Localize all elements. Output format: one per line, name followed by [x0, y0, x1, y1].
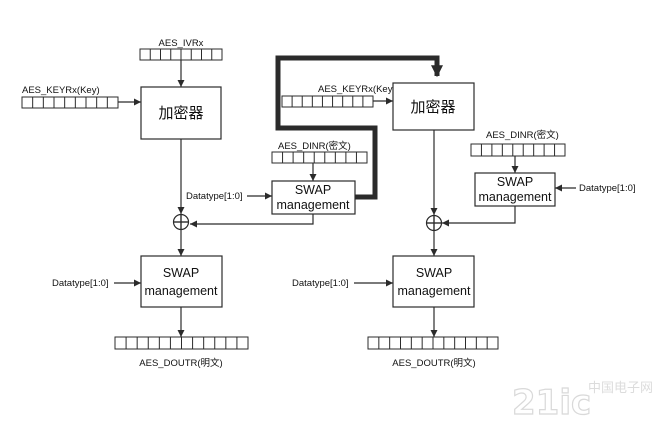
watermark-logo: 21ic — [512, 383, 591, 423]
left-cipher-swap-line1: SWAP — [295, 183, 331, 197]
watermark-site-name: 中国电子网 — [588, 381, 653, 396]
left-output-swap-line1: SWAP — [163, 266, 199, 280]
left-encryptor-label: 加密器 — [158, 104, 203, 122]
left-output-register — [114, 336, 249, 350]
right-output-datatype-label: Datatype[1:0] — [292, 278, 349, 289]
right-output-swap-line1: SWAP — [416, 266, 452, 280]
right-encryptor-label: 加密器 — [410, 98, 455, 116]
left-xor-operator — [172, 213, 190, 231]
right-cipher-register-label: AES_DINR(密文) — [486, 129, 559, 141]
right-swap-to-xor-arrow — [442, 206, 516, 227]
right-output-swap-box: SWAP management — [392, 255, 475, 308]
left-cipher-swap-line2: management — [277, 198, 350, 212]
left-key-register — [21, 96, 119, 109]
right-output-swap-line2: management — [398, 284, 471, 298]
right-key-register-label: AES_KEYRx(Key) — [318, 84, 396, 95]
right-cipher-swap-line1: SWAP — [497, 175, 533, 189]
left-output-swap-line2: management — [145, 284, 218, 298]
right-cipher-register — [470, 143, 566, 157]
right-cipher-swap-line2: management — [479, 190, 552, 204]
iv-register-label: AES_IVRx — [159, 38, 204, 49]
left-cipher-swap-box: SWAP management — [271, 180, 356, 215]
left-swap-to-xor-arrow — [190, 214, 314, 228]
right-output-register-label: AES_DOUTR(明文) — [392, 357, 475, 369]
right-encryptor-box: 加密器 — [392, 82, 475, 131]
iv-register — [139, 48, 223, 61]
right-key-register — [281, 95, 374, 108]
left-output-register-label: AES_DOUTR(明文) — [139, 357, 222, 369]
ciphertext-feedback-path — [275, 55, 443, 200]
left-key-register-label: AES_KEYRx(Key) — [22, 85, 100, 96]
site-watermark: 中国电子网 21ic — [511, 381, 653, 423]
left-output-datatype-label: Datatype[1:0] — [52, 278, 109, 289]
left-cipher-datatype-label: Datatype[1:0] — [186, 191, 243, 202]
left-cipher-register-label: AES_DINR(密文) — [278, 140, 351, 152]
left-encryptor-box: 加密器 — [140, 86, 222, 140]
right-cipher-swap-box: SWAP management — [474, 172, 556, 207]
right-output-register — [367, 336, 499, 350]
right-cipher-datatype-label: Datatype[1:0] — [579, 183, 636, 194]
right-xor-operator — [425, 214, 443, 232]
left-cipher-register — [271, 151, 368, 164]
left-output-swap-box: SWAP management — [140, 255, 223, 308]
